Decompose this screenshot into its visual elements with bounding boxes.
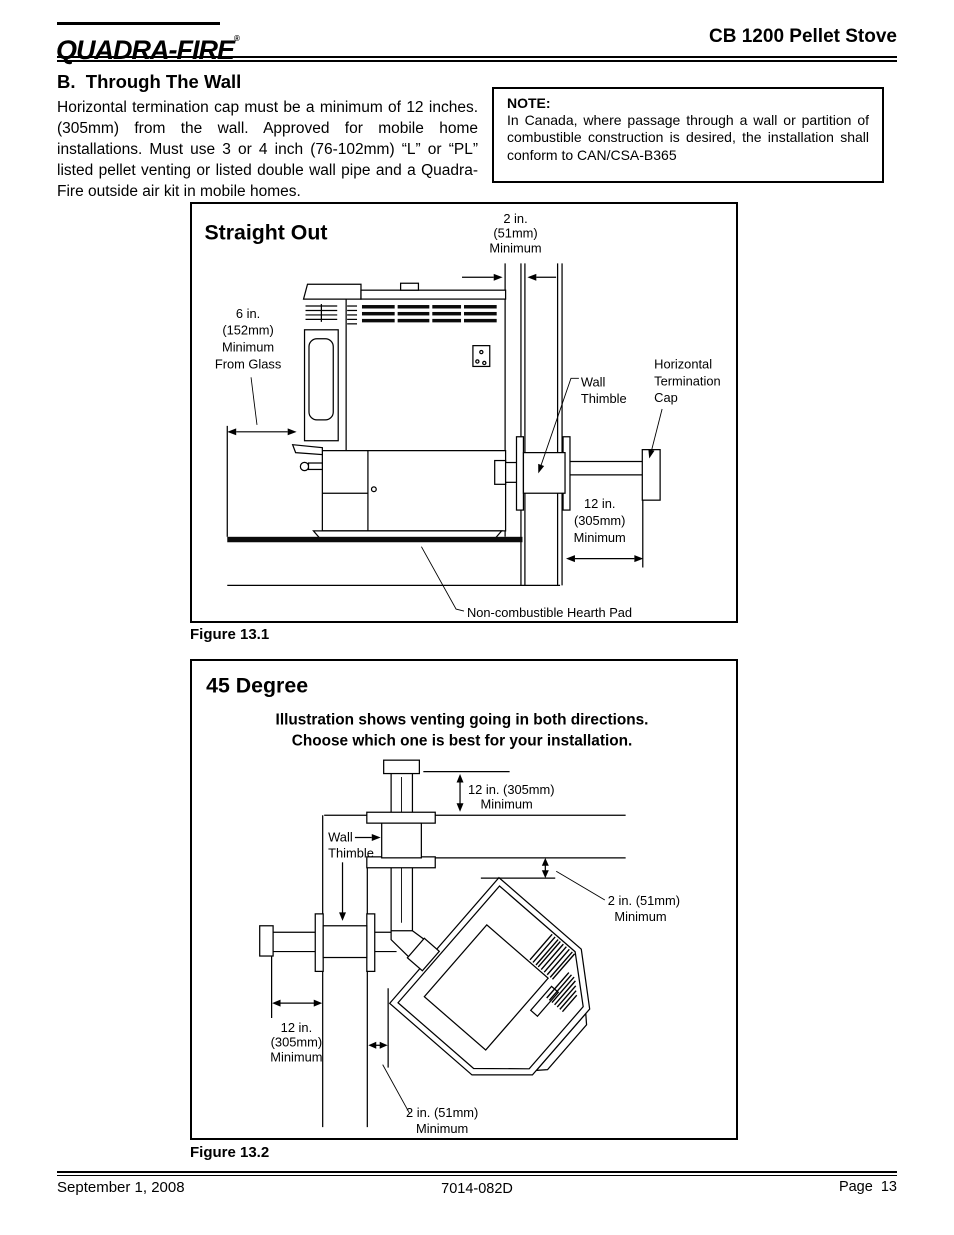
control-box bbox=[472, 345, 491, 368]
product-title: CB 1200 Pellet Stove bbox=[709, 26, 897, 47]
label-wall-distance: 12 in. (305mm) Minimum bbox=[574, 496, 626, 545]
svg-text:12 in.: 12 in. bbox=[584, 496, 615, 511]
top-wall-thimble bbox=[381, 822, 422, 859]
svg-text:(305mm): (305mm) bbox=[271, 1035, 323, 1050]
header-rule bbox=[57, 56, 897, 62]
svg-text:Cap: Cap bbox=[654, 390, 678, 405]
label-top-clearance: 2 in. (51mm) Minimum bbox=[489, 211, 541, 256]
vent-grille bbox=[529, 933, 578, 1013]
instruction-line1: Illustration shows venting going in both… bbox=[276, 711, 649, 728]
svg-text:Wall: Wall bbox=[328, 829, 353, 844]
svg-text:12 in.: 12 in. bbox=[281, 1020, 313, 1035]
wall bbox=[520, 263, 563, 586]
svg-text:(51mm): (51mm) bbox=[493, 226, 537, 241]
svg-text:Minimum: Minimum bbox=[416, 1121, 468, 1136]
footer-rule bbox=[57, 1171, 897, 1176]
clearance-arrows bbox=[270, 774, 606, 1114]
footer-date: September 1, 2008 bbox=[57, 1179, 185, 1196]
note-heading: NOTE: bbox=[507, 95, 551, 111]
label-cap-wall-distance: 12 in. (305mm) Minimum bbox=[468, 782, 555, 812]
figure1-caption: Figure 13.1 bbox=[190, 626, 270, 643]
label-wall-thimble: Wall Thimble bbox=[328, 829, 374, 860]
top-vent-run bbox=[366, 759, 510, 931]
side-wall-thimble bbox=[322, 925, 368, 959]
side-vent-run bbox=[259, 913, 397, 973]
straight-out-diagram: Straight Out 2 in. (51mm) Minimum 6 in. … bbox=[204, 211, 720, 620]
svg-text:Minimum: Minimum bbox=[489, 241, 541, 256]
section-body-paragraph: Horizontal termination cap must be a min… bbox=[57, 99, 478, 200]
figure-13-1: Straight Out 2 in. (51mm) Minimum 6 in. … bbox=[190, 202, 738, 623]
svg-text:2 in.: 2 in. bbox=[503, 211, 527, 226]
label-wall-thimble: Wall Thimble bbox=[581, 374, 627, 406]
pedestal bbox=[321, 450, 507, 532]
svg-text:6 in.: 6 in. bbox=[236, 306, 260, 321]
figure1-title: Straight Out bbox=[204, 221, 327, 245]
svg-text:Minimum: Minimum bbox=[270, 1050, 322, 1065]
label-rear-clearance: 2 in. (51mm) Minimum bbox=[608, 893, 680, 924]
wall-thimble bbox=[522, 451, 566, 494]
svg-text:Wall: Wall bbox=[581, 374, 606, 389]
clearance-arrows bbox=[227, 273, 663, 612]
top-vent-slats bbox=[361, 305, 497, 323]
side-termination-cap bbox=[259, 925, 274, 957]
stove-top-view bbox=[388, 876, 591, 1076]
svg-text:Minimum: Minimum bbox=[481, 797, 533, 812]
svg-text:Thimble: Thimble bbox=[581, 391, 627, 406]
svg-text:Thimble: Thimble bbox=[328, 845, 374, 860]
termination-cap bbox=[641, 449, 661, 501]
figure-13-2: 45 Degree Illustration shows venting goi… bbox=[190, 659, 738, 1140]
logo-overline bbox=[57, 22, 220, 25]
glass-window bbox=[308, 338, 334, 421]
top-termination-cap bbox=[383, 759, 420, 775]
stove-top-plate bbox=[423, 923, 550, 1051]
note-box: NOTE: In Canada, where passage through a… bbox=[492, 87, 884, 183]
ash-lip bbox=[291, 443, 323, 456]
svg-text:Minimum: Minimum bbox=[574, 530, 626, 545]
45-degree-diagram: 45 Degree Illustration shows venting goi… bbox=[206, 674, 680, 1136]
svg-text:Termination: Termination bbox=[654, 373, 720, 388]
base-plinth bbox=[312, 530, 503, 539]
svg-text:Horizontal: Horizontal bbox=[654, 356, 712, 371]
label-termination-cap: Horizontal Termination Cap bbox=[654, 356, 720, 405]
stove-side-view bbox=[291, 263, 507, 539]
svg-text:Minimum: Minimum bbox=[222, 340, 274, 355]
hearth-pad bbox=[227, 536, 523, 543]
svg-text:From Glass: From Glass bbox=[215, 356, 281, 371]
footer-document-number: 7014-082D bbox=[441, 1181, 513, 1197]
top-louvers-left bbox=[305, 304, 358, 325]
svg-text:(305mm): (305mm) bbox=[574, 513, 625, 528]
label-glass-clearance: 6 in. (152mm) Minimum From Glass bbox=[215, 306, 281, 372]
label-side-wall-distance: 12 in. (305mm) Minimum bbox=[270, 1020, 322, 1065]
label-side-clearance: 2 in. (51mm) Minimum bbox=[406, 1105, 478, 1136]
figure2-caption: Figure 13.2 bbox=[190, 1144, 270, 1161]
footer-page-number: Page 13 bbox=[838, 1179, 897, 1195]
door-knob bbox=[299, 461, 310, 472]
flue-assembly bbox=[494, 436, 661, 568]
instruction-line2: Choose which one is best for your instal… bbox=[292, 732, 633, 749]
note-body: In Canada, where passage through a wall … bbox=[507, 112, 869, 163]
svg-text:2 in. (51mm): 2 in. (51mm) bbox=[406, 1105, 478, 1120]
svg-text:Minimum: Minimum bbox=[614, 909, 666, 924]
svg-text:(152mm): (152mm) bbox=[222, 323, 273, 338]
registered-trademark-icon: ® bbox=[234, 34, 240, 43]
figure2-title: 45 Degree bbox=[206, 674, 308, 698]
section-heading: B. Through The Wall bbox=[57, 71, 242, 92]
svg-text:12 in. (305mm): 12 in. (305mm) bbox=[468, 782, 555, 797]
svg-text:2 in. (51mm): 2 in. (51mm) bbox=[608, 893, 680, 908]
label-hearth-pad: Non-combustible Hearth Pad bbox=[467, 605, 632, 620]
flue-collar bbox=[406, 937, 441, 972]
